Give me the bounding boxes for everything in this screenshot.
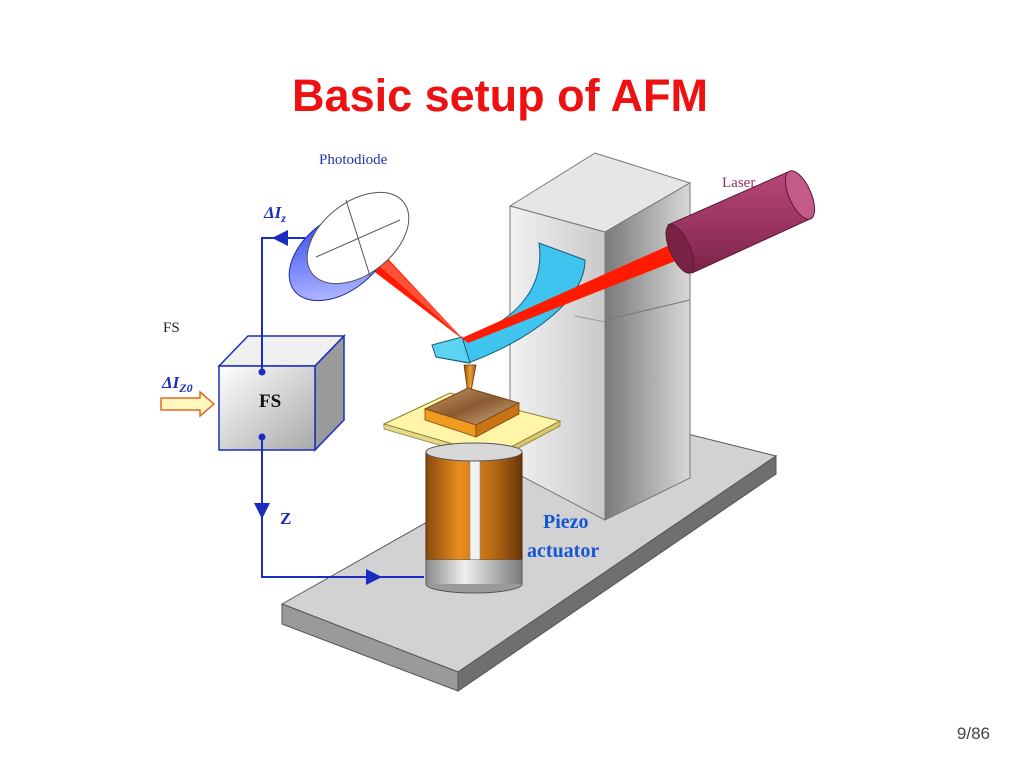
delta-iz0-sub: Z0 (178, 381, 192, 395)
laser-source (665, 170, 816, 274)
node-dot-bottom (258, 433, 266, 441)
node-dot-top (258, 368, 266, 376)
z-signal-label: Z (280, 509, 291, 528)
piezo-label-line2: actuator (527, 540, 599, 562)
delta-iz0-label: ΔIZ0 (161, 373, 193, 395)
photodiode-label: Photodiode (319, 152, 388, 168)
cantilever (431, 242, 586, 364)
scanner-tower (508, 152, 692, 521)
fs-top-label: FS (163, 320, 180, 336)
input-arrow (160, 390, 216, 418)
fs-box (217, 334, 346, 452)
page-number: 9/86 (956, 724, 990, 743)
laser-beam (363, 240, 693, 343)
delta-iz-label: ΔIz (263, 203, 286, 225)
piezo-label-line1: Piezo (543, 511, 589, 533)
delta-iz-sub: z (280, 211, 286, 225)
delta-iz-main: ΔI (263, 203, 283, 222)
signal-lines (254, 230, 424, 585)
slide-title: Basic setup of AFM (292, 70, 708, 121)
laser-label: Laser (722, 175, 755, 191)
fs-box-label: FS (259, 391, 281, 412)
sample (423, 387, 521, 438)
photodiode-detector (288, 191, 410, 302)
piezo-cylinder (425, 442, 523, 594)
delta-iz0-main: ΔI (161, 373, 181, 392)
afm-tip (463, 364, 477, 403)
